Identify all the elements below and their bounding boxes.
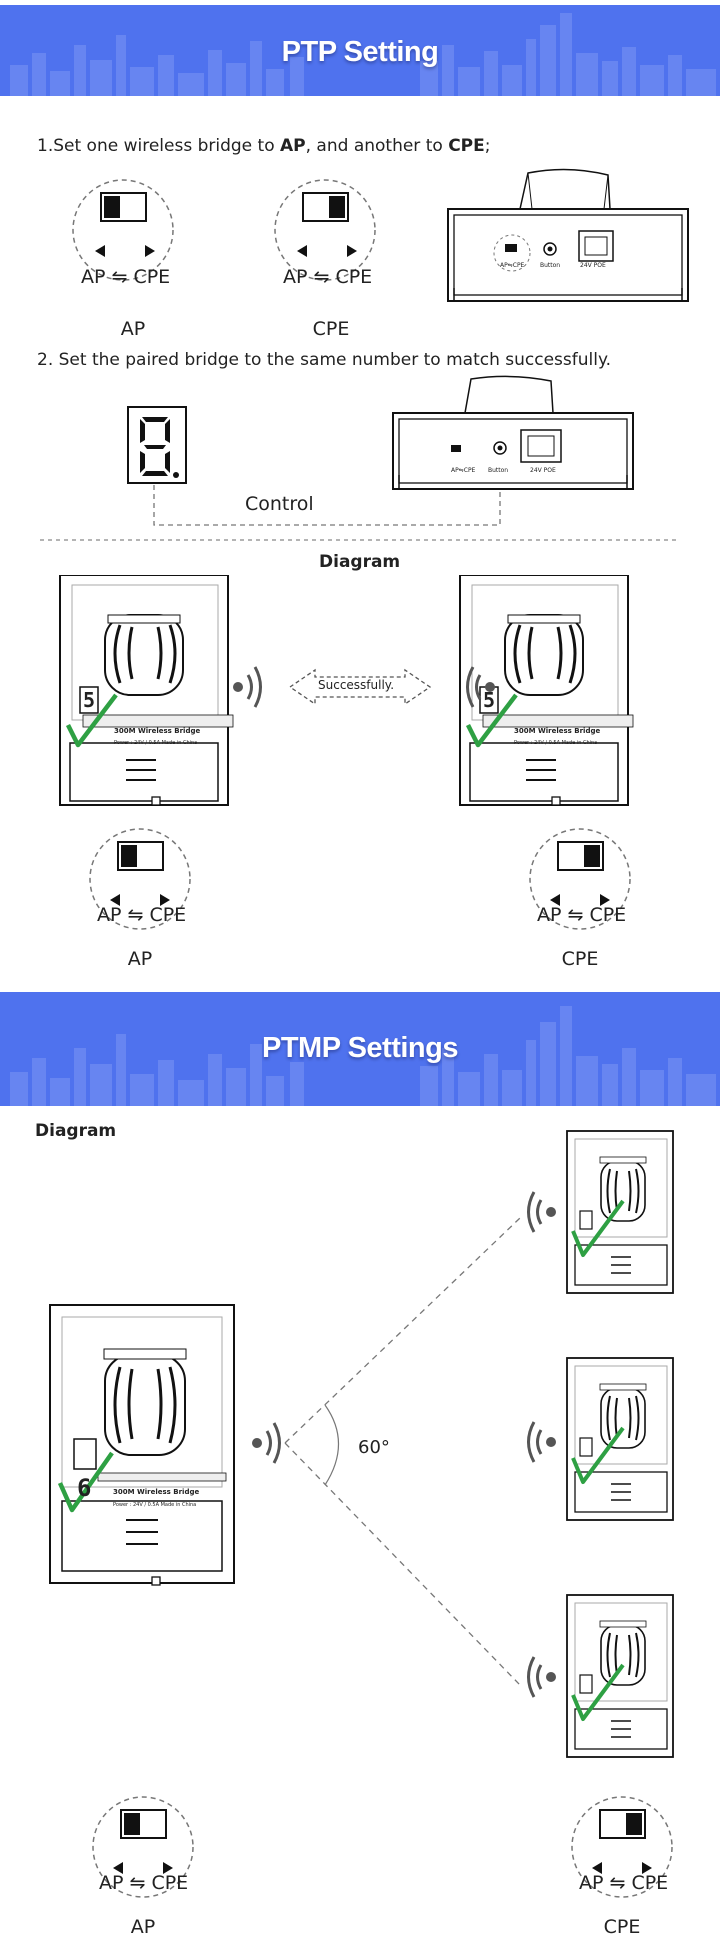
ap-switch-illustration (72, 179, 174, 281)
cpe-switch-label: CPE (312, 318, 350, 340)
ptp-banner: PTP Setting (0, 5, 720, 96)
ptmp-banner: PTMP Settings (0, 992, 720, 1106)
panel1-poe-label: 24V POE (580, 262, 606, 269)
ptp-left-device-digit: 5 (83, 688, 96, 712)
ptmp-diagram-switches (92, 1796, 673, 1898)
step1-cpe: CPE (448, 136, 485, 156)
success-label: Successfully. (318, 678, 395, 692)
ptmp-ap-signal-icon (252, 1422, 281, 1464)
ptp-right-device-model: 300M Wireless Bridge (514, 727, 601, 735)
cpe-switch-illustration (274, 179, 376, 281)
ptmp-cpe-switch-illustration (571, 1796, 673, 1898)
ptp-left-device-power: Power : 24V / 0.5A Made in China (114, 740, 198, 746)
ptp-cpe-switch-text: AP ⇋ CPE (537, 904, 627, 926)
ptp-diagram-switches (89, 828, 631, 930)
ptp-left-device-model: 300M Wireless Bridge (114, 727, 201, 735)
ptmp-ap-switch-illustration (92, 1796, 194, 1898)
digit-display-control (127, 406, 501, 526)
device-back-panel-2 (392, 375, 634, 490)
cpe-switch-text: AP ⇋ CPE (283, 266, 373, 288)
ptp-diagram-ap-label: AP (127, 948, 153, 970)
panel1-switch-label: AP⇋CPE (500, 262, 525, 269)
device-back-panel-1 (447, 168, 689, 302)
ptmp-ap-switch-text: AP ⇋ CPE (99, 1872, 189, 1894)
ptp-left-device (59, 575, 234, 806)
ptp-left-signal-icon (233, 666, 262, 708)
ptp-right-signal-icon (466, 666, 495, 708)
ptp-diagram-cpe-label: CPE (561, 948, 599, 970)
ptp-ap-switch-text: AP ⇋ CPE (97, 904, 187, 926)
ptmp-cpe-2-signal-icon (527, 1421, 556, 1463)
ptp-right-device-power: Power : 24V / 0.5A Made in China (514, 740, 598, 746)
ap-switch-label: AP (120, 318, 146, 340)
ptmp-diagram (49, 1130, 674, 1758)
ptmp-cpe-device-1 (566, 1130, 674, 1294)
skyline-graphic (10, 13, 716, 96)
panel2-poe-label: 24V POE (530, 467, 556, 474)
step1-text: 1.Set one wireless bridge to AP, and ano… (37, 136, 490, 156)
step1-suffix: ; (484, 136, 491, 156)
ptmp-ap-device (49, 1304, 235, 1586)
control-label: Control (245, 493, 314, 515)
ptmp-ap-device-power: Power : 24V / 0.5A Made in China (113, 1502, 197, 1508)
ptp-title: PTP Setting (281, 36, 439, 68)
ptmp-cpe-1-signal-icon (527, 1191, 556, 1233)
ptmp-angle-label: 60° (358, 1437, 390, 1458)
ptp-cpe-switch-illustration (529, 828, 631, 930)
success-arrow (288, 668, 432, 706)
ptmp-title: PTMP Settings (262, 1032, 459, 1064)
ptmp-ap-device-model: 300M Wireless Bridge (113, 1488, 200, 1496)
ptp-ap-switch-illustration (89, 828, 191, 930)
step1-ap: AP (280, 136, 306, 156)
ap-switch-text: AP ⇋ CPE (81, 266, 171, 288)
ptmp-ap-device-digit: 6 (77, 1474, 92, 1502)
step1-mid: , and another to (305, 136, 449, 156)
ptmp-cpe-label: CPE (603, 1916, 641, 1938)
ptmp-cpe-device-3 (566, 1594, 674, 1758)
skyline-graphic-2 (10, 1006, 716, 1106)
panel2-switch-label: AP⇋CPE (451, 467, 476, 474)
step2-text: 2. Set the paired bridge to the same num… (37, 350, 611, 370)
panel2-button-label: Button (488, 467, 509, 474)
panel1-button-label: Button (540, 262, 561, 269)
ptmp-cpe-3-signal-icon (527, 1656, 556, 1698)
ptmp-cpe-switch-text: AP ⇋ CPE (579, 1872, 669, 1894)
ptp-right-device-digit: 5 (483, 688, 496, 712)
ptmp-ap-label: AP (130, 1916, 156, 1938)
ptp-diagram (59, 575, 634, 806)
mode-switch-illustrations (72, 179, 376, 281)
section-divider (40, 539, 680, 541)
ptmp-diagram-heading: Diagram (35, 1121, 117, 1141)
ptmp-cpe-device-2 (566, 1357, 674, 1521)
step1-prefix: 1.Set one wireless bridge to (37, 136, 280, 156)
ptp-diagram-heading: Diagram (319, 552, 401, 572)
